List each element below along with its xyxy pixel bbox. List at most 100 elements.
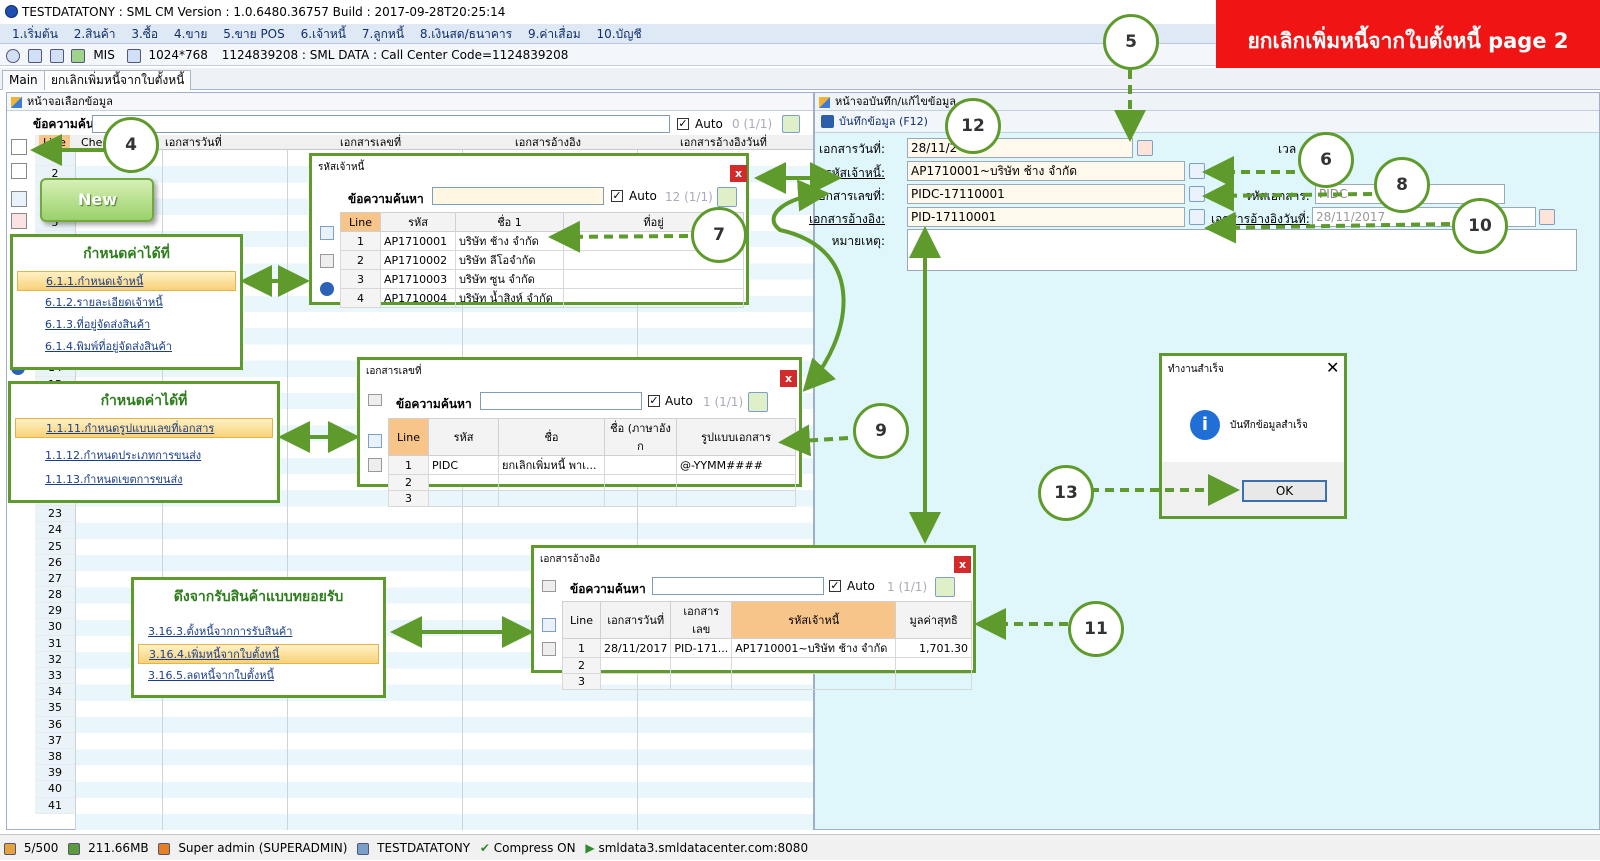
resolution-label[interactable]: 1024*768 — [148, 48, 208, 62]
menu-link-doc-format[interactable]: 1.1.11.กำหนดรูปแบบเลขที่เอกสาร — [15, 418, 273, 438]
menu-accounting[interactable]: 10.บัญชี — [596, 27, 642, 41]
menu-sales[interactable]: 4.ขาย — [173, 27, 208, 41]
doc-no-lookup-icon[interactable] — [1189, 186, 1205, 202]
menu-creditors[interactable]: 6.เจ้าหนี้ — [300, 27, 347, 41]
menu-link-creditor-detail[interactable]: 6.1.2.รายละเอียดเจ้าหนี้ — [45, 296, 163, 309]
ok-button[interactable]: OK — [1242, 480, 1327, 502]
line-number: 27 — [35, 570, 75, 588]
close-icon[interactable]: x — [730, 165, 747, 182]
col-code[interactable]: รหัส — [428, 418, 499, 456]
mis-label[interactable]: MIS — [93, 48, 115, 62]
list-icon[interactable] — [368, 458, 382, 472]
window-icon[interactable] — [27, 48, 42, 63]
col-name[interactable]: ชื่อ — [498, 418, 605, 456]
col-format[interactable]: รูปแบบเอกสาร — [676, 418, 796, 456]
col-name-en[interactable]: ชื่อ (ภาษาอังก — [604, 418, 677, 456]
menu-depreciation[interactable]: 9.ค่าเสื่อม — [527, 27, 581, 41]
dropdown-icon[interactable] — [6, 48, 20, 63]
check-icon[interactable] — [368, 434, 382, 448]
setup-box-title: ดึงจากรับสินค้าแบบทยอยรับ — [173, 589, 344, 605]
supplier-field[interactable]: AP1710001~บริษัท ช้าง จำกัด — [907, 161, 1185, 181]
col-line[interactable]: Line — [388, 418, 429, 456]
col-line[interactable]: Line — [39, 135, 70, 150]
table-row[interactable]: 3 — [562, 673, 972, 690]
blank-doc-icon[interactable] — [11, 163, 27, 179]
menu-link-debit-note[interactable]: 3.16.4.เพิ่มหนี้จากใบตั้งหนี้ — [138, 644, 379, 664]
col-doc-date[interactable]: เอกสารวันที่ — [599, 601, 672, 639]
menu-link-shipping-type[interactable]: 1.1.12.กำหนดประเภทการขนส่ง — [45, 449, 202, 462]
popup-search-input[interactable] — [480, 392, 642, 410]
popup-auto-checkbox[interactable]: ✓ — [611, 189, 623, 202]
col-doc-no[interactable]: เอกสารเลขที่ — [340, 136, 402, 149]
check-icon[interactable] — [542, 618, 556, 632]
menu-debtors[interactable]: 7.ลูกหนี้ — [361, 27, 405, 41]
list-icon[interactable] — [542, 642, 556, 656]
ref-field[interactable]: PID-17110001 — [907, 207, 1185, 227]
document-icon[interactable] — [49, 48, 64, 63]
save-button[interactable]: บันทึกข้อมูล (F12) — [819, 113, 951, 131]
col-name[interactable]: ชื่อ 1 — [455, 212, 564, 232]
popup-auto-checkbox[interactable]: ✓ — [648, 394, 660, 407]
check-icon[interactable] — [320, 226, 334, 240]
check-all-icon[interactable] — [11, 191, 27, 207]
menu-start[interactable]: 1.เริ่มต้น — [12, 27, 58, 41]
search-icon[interactable] — [782, 115, 800, 133]
new-doc-icon[interactable] — [11, 139, 27, 155]
col-supplier[interactable]: รหัสเจ้าหนี้ — [731, 601, 897, 639]
popup-auto-checkbox[interactable]: ✓ — [829, 579, 841, 592]
table-row[interactable]: 3 — [388, 490, 796, 507]
list-icon[interactable] — [320, 254, 334, 268]
search-input[interactable] — [92, 115, 670, 133]
menu-products[interactable]: 2.สินค้า — [73, 27, 116, 41]
doc-no-field[interactable]: PIDC-17110001 — [907, 184, 1185, 204]
search-icon[interactable] — [717, 187, 737, 207]
tab-cancel-debit[interactable]: ยกเลิกเพิ่มหนี้จากใบตั้งหนี้ — [44, 70, 192, 90]
popup-search-input[interactable] — [432, 187, 604, 205]
doc-date-field[interactable]: 28/11/2 — [907, 138, 1133, 158]
tree-icon[interactable] — [368, 394, 382, 406]
menu-cash-bank[interactable]: 8.เงินสด/ธนาคาร — [419, 27, 513, 41]
col-net-amount[interactable]: มูลค่าสุทธิ — [895, 601, 972, 639]
ref-lookup-icon[interactable] — [1189, 209, 1205, 225]
menu-pos[interactable]: 5.ขาย POS — [223, 27, 285, 41]
tab-main[interactable]: Main — [2, 70, 45, 90]
close-icon[interactable]: x — [954, 556, 971, 573]
col-code[interactable]: รหัส — [380, 212, 456, 232]
search-icon[interactable] — [935, 577, 955, 597]
calendar-icon[interactable] — [1137, 140, 1153, 156]
col-doc-date[interactable]: เอกสารวันที่ — [165, 136, 222, 149]
supplier-lookup-icon[interactable] — [1189, 163, 1205, 179]
menu-link-creditor[interactable]: 6.1.1.กำหนดเจ้าหนี้ — [17, 271, 236, 291]
tree-icon[interactable] — [542, 580, 556, 592]
delete-icon[interactable] — [11, 213, 27, 229]
close-icon[interactable]: x — [780, 370, 797, 387]
menu-purchase[interactable]: 3.ซื้อ — [131, 27, 159, 41]
menu-link-print-address[interactable]: 6.1.4.พิมพ์ที่อยู่จัดส่งสินค้า — [45, 340, 172, 353]
search-icon[interactable] — [748, 392, 768, 412]
ref-calendar-icon[interactable] — [1539, 209, 1555, 225]
step-13-marker: 13 — [1038, 465, 1094, 521]
resolution-icon[interactable] — [126, 48, 141, 63]
col-ref-date[interactable]: เอกสารอ้างอิงวันที่ — [680, 136, 767, 149]
menu-link-shipping-address[interactable]: 6.1.3.ที่อยู่จัดส่งสินค้า — [45, 318, 151, 331]
table-row[interactable]: 2 — [562, 657, 972, 674]
col-doc-no[interactable]: เอกสารเลข — [670, 601, 733, 639]
chart-icon[interactable] — [71, 48, 86, 63]
popup-search-input[interactable] — [652, 577, 824, 595]
table-row[interactable]: 2 — [388, 474, 796, 491]
menu-link-receiving-debt[interactable]: 3.16.3.ตั้งหนี้จากการรับสินค้า — [148, 625, 293, 638]
col-ref[interactable]: เอกสารอ้างอิง — [515, 136, 581, 149]
col-line[interactable]: Line — [340, 212, 381, 232]
col-line[interactable]: Line — [562, 601, 601, 639]
menu-link-shipping-zone[interactable]: 1.1.13.กำหนดเขตการขนส่ง — [45, 473, 183, 486]
auto-checkbox[interactable]: ✓ — [677, 117, 689, 130]
back-icon[interactable] — [320, 282, 334, 296]
menu-link-credit-note[interactable]: 3.16.5.ลดหนี้จากใบตั้งหนี้ — [148, 669, 275, 682]
close-icon[interactable]: ✕ — [1326, 358, 1340, 377]
